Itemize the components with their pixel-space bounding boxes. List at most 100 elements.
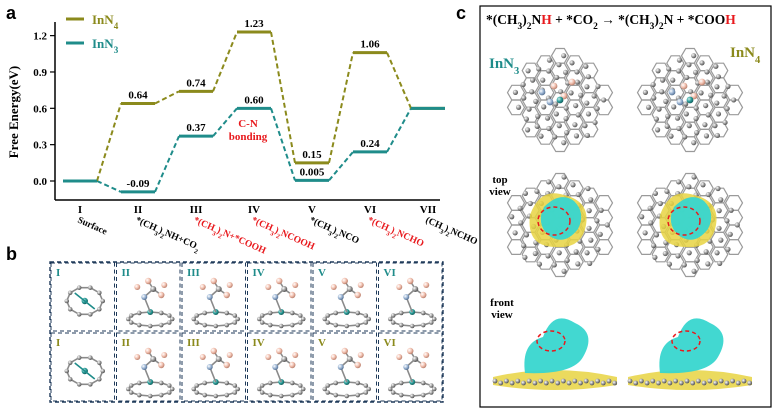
atom (420, 361, 427, 369)
x-roman-label: VI (364, 204, 376, 216)
atom (561, 268, 567, 274)
atom (333, 322, 339, 328)
structure-cell: III (181, 262, 246, 332)
atom (431, 386, 437, 392)
hex-ring (666, 69, 685, 86)
cell-frame (247, 332, 312, 402)
atom (521, 380, 526, 386)
highlight-circle (536, 330, 566, 352)
level-value-label: 0.37 (186, 122, 206, 134)
atom (67, 306, 73, 312)
atom (718, 237, 724, 243)
structure-cell: V (312, 262, 377, 332)
charge-accumulation-lobe (670, 197, 712, 240)
atom (210, 277, 217, 285)
atom (600, 380, 606, 386)
cell-frame (181, 332, 246, 402)
atom (398, 322, 404, 328)
atom (678, 380, 684, 386)
atom (722, 119, 728, 126)
atom (725, 246, 731, 252)
right-structure-label: InN4 (730, 45, 761, 66)
structure-cell: IV (247, 332, 312, 402)
atom (642, 89, 649, 95)
atom (704, 69, 710, 75)
atom (670, 77, 676, 83)
atom (533, 98, 539, 104)
atom (675, 179, 682, 185)
atom (686, 123, 692, 129)
atom (522, 254, 528, 260)
hex-ring (521, 121, 540, 138)
atom (76, 312, 82, 317)
hex-ring (651, 121, 670, 138)
atom (100, 368, 106, 374)
atom (136, 392, 142, 398)
atom (322, 386, 328, 392)
hex-ring (710, 77, 729, 94)
y-tick-label: 0.3 (33, 140, 47, 152)
atom (125, 386, 131, 392)
atom (606, 378, 612, 384)
atom (642, 230, 648, 236)
atom (538, 88, 546, 96)
charge-accumulation-lobe (524, 318, 589, 374)
atom (545, 253, 551, 259)
connector-inn3 (212, 107, 238, 137)
atom (357, 352, 364, 358)
atom (363, 313, 369, 318)
atom (573, 102, 579, 109)
atom (278, 393, 284, 399)
atom (344, 393, 350, 399)
atom (691, 174, 697, 180)
hex-ring (536, 69, 555, 86)
atom (652, 254, 658, 260)
atom (553, 101, 559, 107)
atom (588, 197, 594, 203)
atom (554, 74, 560, 81)
atom (546, 125, 552, 132)
atom (194, 383, 199, 388)
atom (125, 316, 131, 322)
atom (199, 284, 206, 290)
atom (573, 133, 580, 139)
atom (515, 378, 521, 384)
atom (88, 382, 93, 387)
atom (498, 380, 504, 386)
level-value-label: 0.60 (244, 94, 264, 106)
atom (278, 323, 284, 329)
x-category-labels: ISurfaceII*(CH3)2NH+CO2III*(CH3)2N+*COOH… (76, 204, 479, 257)
atom (703, 102, 709, 109)
atom (734, 222, 740, 228)
atom (272, 364, 279, 370)
atom (532, 380, 538, 386)
atom (199, 354, 206, 360)
atom (561, 140, 567, 146)
atom (67, 290, 73, 296)
atom (724, 380, 730, 386)
atom (158, 291, 165, 299)
atom (668, 88, 676, 96)
atom (661, 378, 667, 384)
atom (281, 286, 288, 292)
energy-levels: 0.640.741.230.151.06-0.090.370.600.0050.… (63, 18, 445, 194)
atom (520, 81, 526, 88)
hex-ring (651, 246, 670, 263)
atom (692, 69, 699, 75)
atom (409, 393, 415, 399)
atom (587, 260, 593, 267)
atom (556, 62, 562, 68)
connector-inn4 (96, 103, 122, 182)
atom (67, 376, 73, 382)
atom (300, 386, 306, 392)
atom (265, 354, 272, 360)
atom (534, 188, 540, 194)
cell-label: III (187, 267, 200, 279)
cell-frame (312, 262, 377, 332)
atom (150, 356, 157, 362)
atom (693, 105, 699, 111)
hex-ring (680, 136, 700, 153)
atom (647, 205, 653, 211)
